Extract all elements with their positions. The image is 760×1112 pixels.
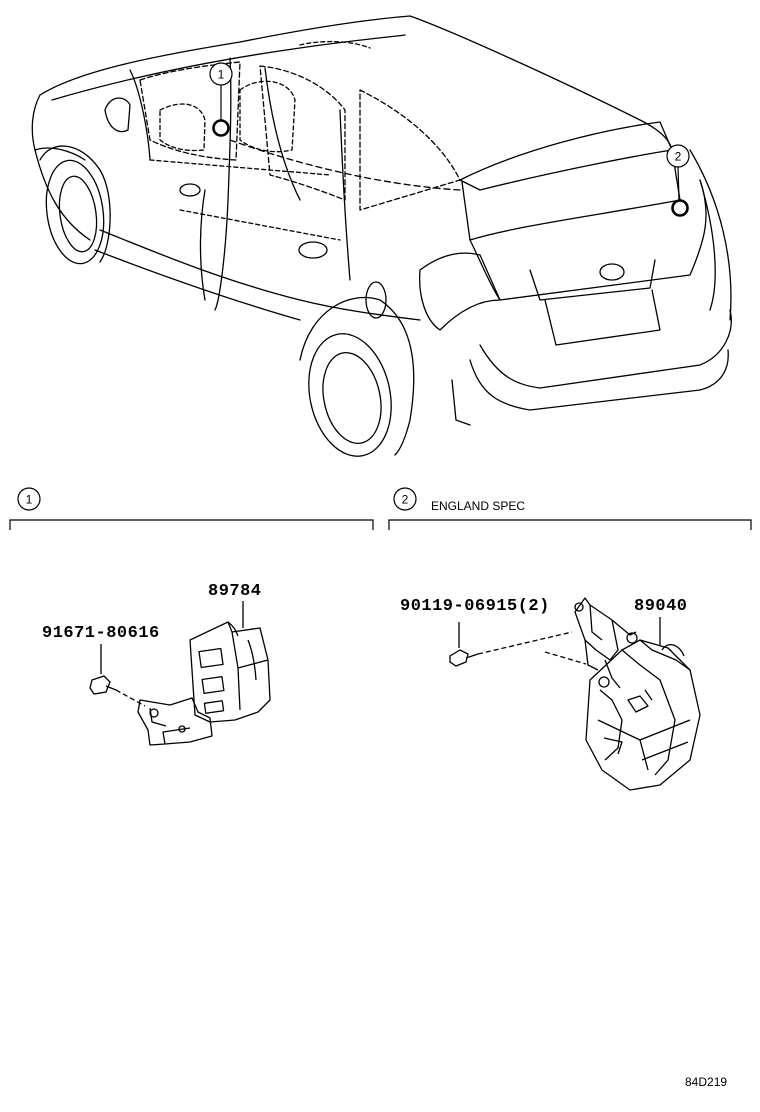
section-left-header (9, 487, 374, 530)
england-spec-label: ENGLAND SPEC (431, 499, 526, 513)
section-right-callout-number: 2 (402, 493, 409, 507)
control-unit-89040 (574, 597, 701, 791)
part-number-89040: 89040 (634, 597, 688, 616)
car-illustration (31, 15, 732, 457)
car-callout-1-number: 1 (218, 68, 225, 82)
diagram-reference-code: 84D219 (685, 1075, 728, 1089)
location-marker-1 (212, 119, 230, 137)
car-callout-2: 2 (666, 144, 690, 217)
location-marker-2 (671, 199, 689, 217)
sensor-module-89784 (137, 621, 271, 746)
section-left-callout-number: 1 (26, 493, 33, 507)
bolt-90119-06915 (449, 617, 661, 667)
bolt-91671-80616 (89, 601, 244, 707)
part-number-89784: 89784 (208, 582, 262, 601)
car-callout-1: 1 (209, 62, 233, 137)
section-right-header (388, 487, 752, 530)
car-callout-2-number: 2 (675, 150, 682, 164)
part-number-90119-06915: 90119-06915(2) (400, 597, 550, 616)
part-number-91671-80616: 91671-80616 (42, 624, 160, 643)
